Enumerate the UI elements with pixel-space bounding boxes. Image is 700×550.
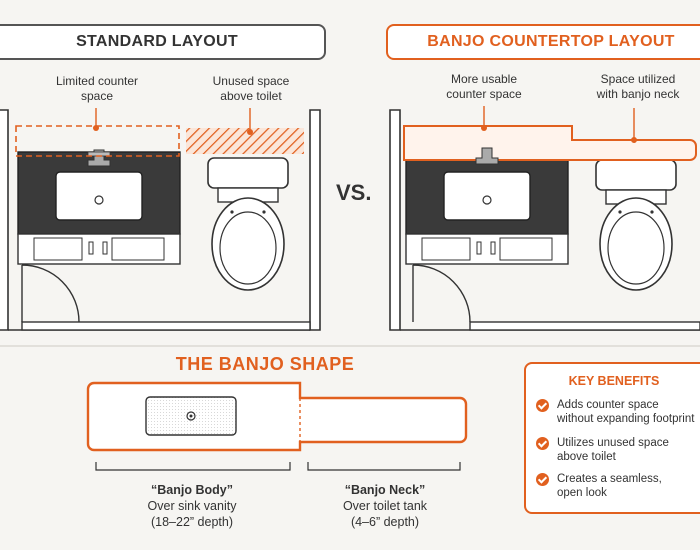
banjo-body-line2: (18–22” depth) xyxy=(150,515,233,529)
banjo-countertop-outline xyxy=(403,125,697,161)
check-circle-icon xyxy=(536,473,549,486)
standard-layout-illustration xyxy=(0,108,321,331)
banjo-neck-label: Space utilized with banjo neck xyxy=(596,72,680,101)
benefit-line1: Creates a seamless, xyxy=(557,473,662,485)
benefit-item: Adds counter space without expanding foo… xyxy=(536,398,700,426)
benefit-line1: Utilizes unused space xyxy=(557,437,669,449)
unused-space-zone xyxy=(186,128,304,154)
banjo-body-line1: Over sink vanity xyxy=(147,499,237,513)
limited-counter-label: Limited counter space xyxy=(55,74,139,103)
benefit-item: Utilizes unused space above toilet xyxy=(536,436,700,464)
banjo-neck-line1: Over toilet tank xyxy=(342,499,428,513)
banjo-neck-caption: “Banjo Neck” Over toilet tank (4–6” dept… xyxy=(306,482,464,530)
benefit-item: Creates a seamless, open look xyxy=(536,472,700,500)
check-circle-icon xyxy=(536,399,549,412)
banjo-shape-title: THE BANJO SHAPE xyxy=(175,354,355,374)
banjo-layout-illustration xyxy=(389,106,700,331)
benefit-line2: above toilet xyxy=(557,451,616,463)
key-benefits-panel: KEY BENEFITS Adds counter space without … xyxy=(524,362,700,514)
banjo-body-name: “Banjo Body” xyxy=(151,483,233,497)
key-benefits-title: KEY BENEFITS xyxy=(568,374,660,388)
check-circle-icon xyxy=(536,437,549,450)
banjo-layout-title-text: BANJO COUNTERTOP LAYOUT xyxy=(427,33,675,50)
benefit-line1: Adds counter space xyxy=(557,399,659,411)
vs-label: VS. xyxy=(336,180,372,205)
banjo-layout-title: BANJO COUNTERTOP LAYOUT xyxy=(386,24,700,60)
standard-layout-title: STANDARD LAYOUT xyxy=(0,24,326,60)
banjo-neck-name: “Banjo Neck” xyxy=(344,483,426,497)
unused-space-label: Unused space above toilet xyxy=(212,74,290,103)
banjo-shape-illustration xyxy=(86,381,468,471)
banjo-body-caption: “Banjo Body” Over sink vanity (18–22” de… xyxy=(112,482,272,530)
standard-layout-title-text: STANDARD LAYOUT xyxy=(76,33,238,50)
banjo-neck-line2: (4–6” depth) xyxy=(350,515,420,529)
benefit-line2: open look xyxy=(557,487,607,499)
more-counter-label: More usable counter space xyxy=(446,72,522,101)
benefit-line2: without expanding footprint xyxy=(557,413,695,425)
